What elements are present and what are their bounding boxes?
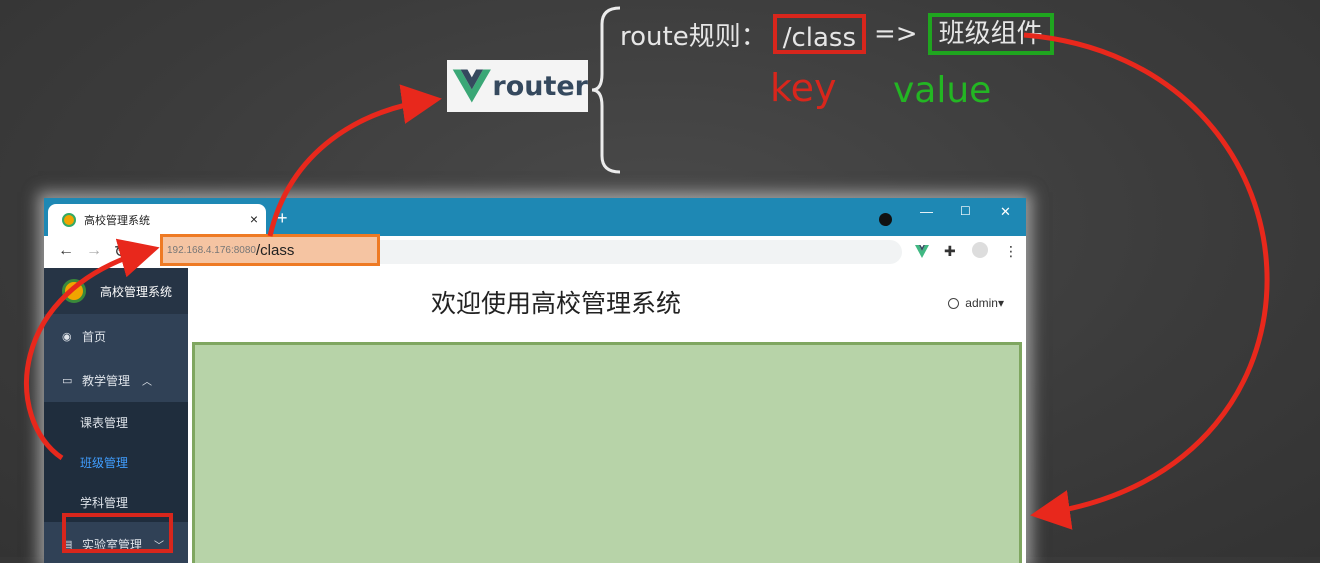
route-rule-label: route规则： [620, 21, 767, 52]
dashboard-icon: ◉ [62, 330, 72, 343]
curly-brace [591, 6, 621, 174]
url-field[interactable]: 192.168.4.176:8080 /class [160, 234, 380, 266]
sidebar-header: 高校管理系统 [44, 268, 188, 314]
reload-icon[interactable]: ↻ [114, 244, 128, 261]
key-caption: key [770, 66, 837, 110]
mapping-arrow: => [874, 19, 918, 49]
submenu-class-label: 班级管理 [80, 455, 129, 470]
forward-icon[interactable]: → [86, 242, 102, 259]
document-icon: ▤ [62, 538, 73, 551]
main-content: 欢迎使用高校管理系统 admin▾ [188, 268, 1026, 563]
sidebar: 高校管理系统 ◉ 首页 ▭ 教学管理 ︿ 课表管理 班级管理 学科管理 ▤ 实验… [44, 268, 188, 563]
vue-devtools-icon[interactable] [915, 245, 929, 258]
submenu-schedule-label: 课表管理 [80, 415, 129, 430]
menu-teaching[interactable]: ▭ 教学管理 ︿ [44, 358, 188, 402]
favicon-icon [62, 213, 76, 227]
profile-icon[interactable] [879, 213, 892, 226]
vue-router-logo: router [447, 60, 588, 112]
user-menu[interactable]: admin▾ [948, 296, 1004, 310]
menu-home[interactable]: ◉ 首页 [44, 314, 188, 358]
submenu-subject-label: 学科管理 [80, 495, 129, 510]
menu-lab-label: 实验室管理 [82, 537, 143, 552]
arrow-component-to-view [1023, 32, 1270, 530]
value-caption: value [893, 70, 992, 111]
tab-close-icon[interactable]: × [249, 211, 258, 227]
minimize-button[interactable]: — [920, 204, 933, 219]
tab-title: 高校管理系统 [84, 215, 150, 227]
url-host: 192.168.4.176:8080 [167, 244, 256, 256]
app-logo-icon [62, 279, 86, 303]
router-logo-text: router [492, 70, 588, 102]
page-title: 欢迎使用高校管理系统 [431, 289, 682, 318]
chevron-down-icon: ﹀ [154, 540, 165, 552]
route-value-box: 班级组件 [927, 13, 1054, 55]
page-header: 欢迎使用高校管理系统 admin▾ [188, 268, 1026, 342]
menu-home-label: 首页 [82, 329, 107, 344]
route-rule: route规则： /class => 班级组件 [620, 13, 1054, 55]
menu-teaching-label: 教学管理 [82, 373, 131, 388]
monitor-icon: ▭ [62, 374, 73, 387]
router-view-area [192, 342, 1022, 563]
vue-logo-icon [452, 69, 491, 103]
user-name: admin▾ [965, 296, 1004, 310]
tab-bar: 高校管理系统 × + — ☐ ✕ [44, 198, 1026, 236]
route-key-box: /class [772, 14, 867, 54]
menu-lab[interactable]: ▤ 实验室管理 ﹀ [44, 522, 188, 563]
chevron-up-icon: ︿ [142, 376, 153, 388]
browser-tab[interactable]: 高校管理系统 × [48, 204, 266, 236]
highlight-box-class-menu [62, 513, 173, 553]
maximize-button[interactable]: ☐ [960, 204, 971, 218]
submenu-class[interactable]: 班级管理 [44, 442, 188, 482]
new-tab-button[interactable]: + [277, 208, 288, 228]
submenu-schedule[interactable]: 课表管理 [44, 402, 188, 442]
address-bar: ← → ↻ 192.168.4.176:8080 /class ✚ ⋮ [44, 234, 1026, 269]
back-icon[interactable]: ← [58, 242, 74, 259]
account-icon[interactable] [972, 242, 988, 258]
extensions-icon[interactable]: ✚ [944, 243, 956, 259]
more-menu-icon[interactable]: ⋮ [1004, 243, 1018, 259]
browser-window: 高校管理系统 × + — ☐ ✕ ← → ↻ 192.168.4.176:808… [44, 198, 1026, 563]
user-icon [948, 297, 960, 309]
close-window-button[interactable]: ✕ [1000, 204, 1011, 219]
system-name: 高校管理系统 [100, 284, 173, 299]
url-path: /class [255, 241, 295, 259]
